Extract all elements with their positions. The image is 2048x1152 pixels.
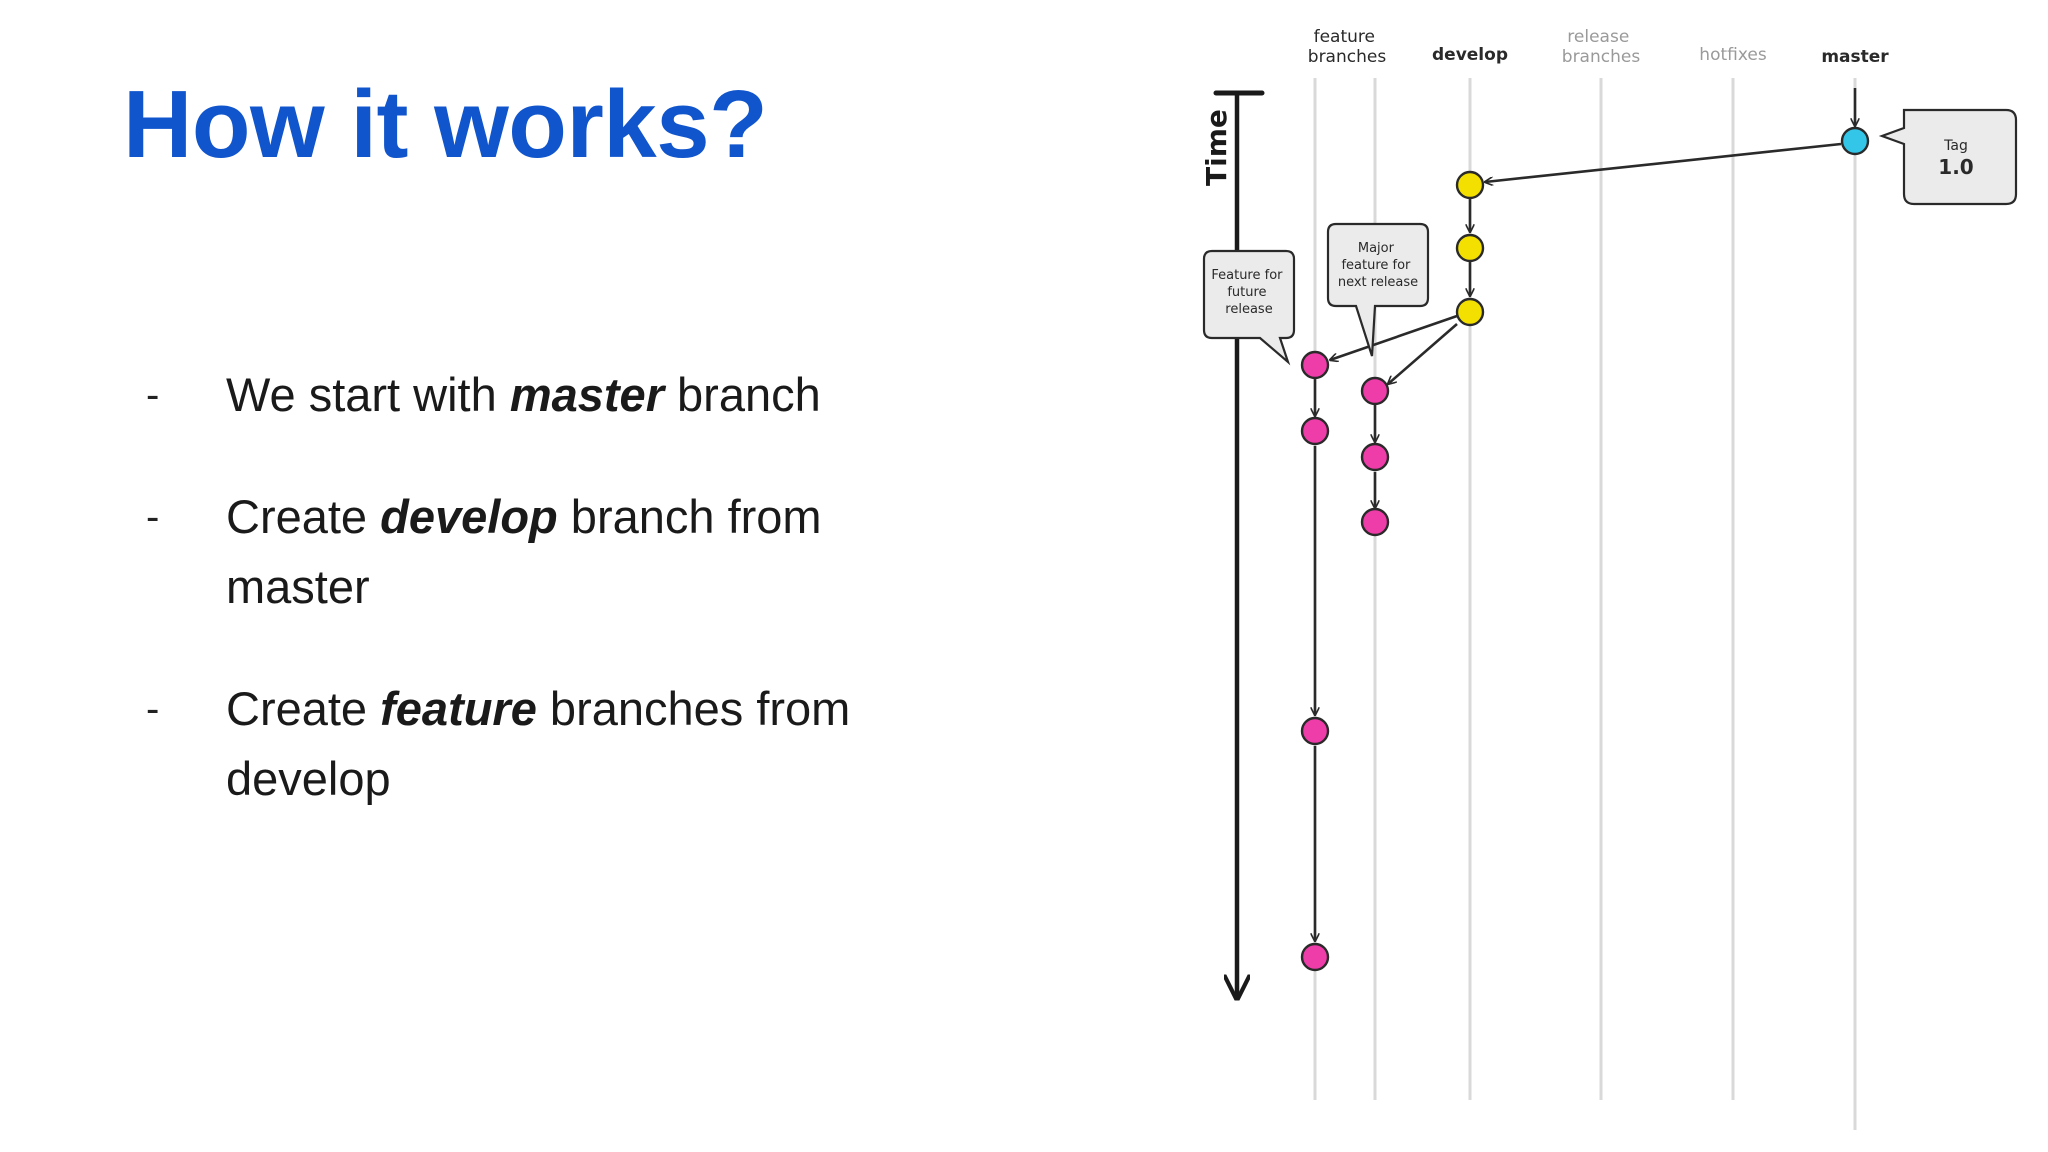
bullet-text: Create — [226, 490, 381, 543]
commit-develop-1 — [1455, 170, 1485, 200]
callout-tag-value: 1.0 — [1938, 155, 1973, 179]
bullet-text: We start with — [226, 368, 510, 421]
commit-feature-a-2 — [1300, 416, 1330, 446]
bullet-marker: - — [146, 373, 160, 417]
callout-tag-bubble — [1878, 108, 2018, 206]
bullet-develop: - Create develop branch from master — [146, 482, 946, 622]
arrow-master-to-develop — [1485, 142, 1842, 182]
column-headers: feature branches develop release branche… — [1308, 27, 1889, 67]
arrow-develop-to-feature-1 — [1330, 314, 1458, 360]
callout-feature-major-text: Major feature for next release — [1338, 241, 1418, 290]
commit-feature-a-3 — [1300, 716, 1330, 746]
column-header-develop: develop — [1432, 45, 1508, 65]
bullet-list: - We start with master branch - Create dev… — [146, 360, 946, 866]
time-axis: Time — [1200, 90, 1265, 998]
commit-feature-b-1 — [1360, 376, 1390, 406]
callout-feature-future: Feature for future release — [1202, 249, 1296, 366]
bullet-text: Create — [226, 682, 381, 735]
callout-tag-label: Tag — [1943, 138, 1968, 154]
callout-feature-major: Major feature for next release — [1326, 222, 1430, 357]
commit-develop-2 — [1455, 233, 1485, 263]
bullet-marker: - — [146, 495, 160, 539]
bullet-text: branch — [663, 368, 821, 421]
commit-arrows — [1315, 88, 1855, 941]
bullet-feature: - Create feature branches from develop — [146, 674, 946, 814]
bullet-master: - We start with master branch — [146, 360, 946, 430]
bullet-text: branch from master — [226, 490, 822, 613]
commit-master-1 — [1840, 126, 1870, 156]
column-header-master: master — [1821, 47, 1889, 67]
callout-feature-future-text: Feature for future release — [1211, 268, 1286, 317]
column-header-feature: feature branches — [1308, 27, 1387, 67]
slide-title: How it works? — [123, 71, 768, 178]
callout-feature-future-bubble — [1202, 249, 1296, 366]
column-header-release: release branches — [1562, 27, 1641, 67]
bullet-keyword: feature — [380, 682, 537, 735]
bullet-marker: - — [146, 687, 160, 731]
column-header-hotfixes: hotfixes — [1699, 45, 1767, 65]
commit-feature-b-2 — [1360, 442, 1390, 472]
bullet-text: branches from develop — [226, 682, 851, 805]
bullet-keyword: develop — [380, 490, 558, 543]
commits — [1300, 126, 1870, 972]
commit-develop-3 — [1455, 297, 1485, 327]
callout-feature-major-bubble — [1326, 222, 1430, 357]
commit-feature-a-4 — [1300, 942, 1330, 972]
arrow-develop-to-feature-2 — [1388, 323, 1458, 384]
commit-feature-a-1 — [1300, 350, 1330, 380]
commit-feature-b-3 — [1360, 507, 1390, 537]
bullet-keyword: master — [509, 368, 664, 421]
callout-tag: Tag 1.0 — [1878, 108, 2018, 206]
git-flow-diagram: feature branches develop release branche… — [1200, 27, 2018, 1130]
time-axis-label: Time — [1200, 109, 1233, 186]
